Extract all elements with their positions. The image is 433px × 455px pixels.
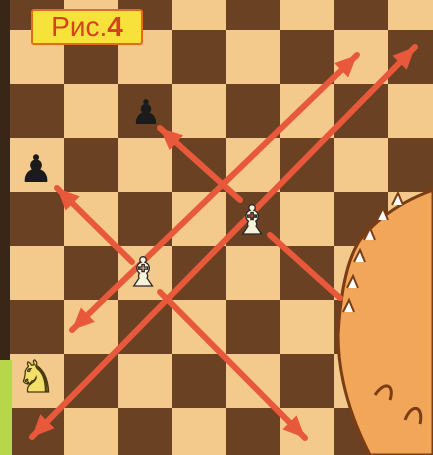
dark-square — [388, 138, 433, 192]
light-square — [226, 30, 280, 84]
light-square — [334, 138, 388, 192]
dark-square — [280, 30, 334, 84]
light-square — [280, 192, 334, 246]
dark-square — [280, 354, 334, 408]
light-square — [118, 138, 172, 192]
dark-square — [226, 0, 280, 30]
figure-caption: Рис.4 — [31, 9, 143, 45]
light-square — [172, 408, 226, 455]
black-pawn: ♟ — [19, 147, 53, 191]
dark-square — [226, 84, 280, 138]
caption-prefix: Рис. — [51, 11, 107, 42]
dark-square — [10, 84, 64, 138]
light-square — [280, 300, 334, 354]
light-square — [64, 408, 118, 455]
dark-square — [10, 300, 64, 354]
dark-square — [226, 300, 280, 354]
white-bishop: ♝ — [234, 198, 270, 244]
dark-square — [334, 84, 388, 138]
svg-text:♟: ♟ — [19, 147, 53, 191]
svg-text:♝: ♝ — [234, 198, 270, 244]
black-pawn: ♟ — [131, 93, 161, 133]
caption-number: 4 — [107, 11, 123, 42]
svg-text:♟: ♟ — [131, 93, 161, 133]
dark-square — [172, 30, 226, 84]
light-square — [118, 354, 172, 408]
dark-square — [118, 408, 172, 455]
dark-square — [118, 300, 172, 354]
light-square — [64, 84, 118, 138]
light-square — [388, 84, 433, 138]
light-square — [172, 192, 226, 246]
dark-square — [10, 192, 64, 246]
light-square — [226, 246, 280, 300]
light-square — [172, 0, 226, 30]
light-square — [388, 0, 433, 30]
light-square — [10, 246, 64, 300]
dark-square — [172, 354, 226, 408]
light-square — [226, 354, 280, 408]
page-edge — [0, 360, 12, 455]
light-square — [334, 30, 388, 84]
light-square — [280, 84, 334, 138]
white-bishop: ♝ — [125, 250, 161, 296]
dark-square — [280, 138, 334, 192]
light-square — [172, 84, 226, 138]
white-knight: ♞ — [16, 352, 55, 403]
dark-square — [226, 408, 280, 455]
svg-text:♞: ♞ — [16, 352, 55, 403]
svg-text:♝: ♝ — [125, 250, 161, 296]
light-square — [226, 138, 280, 192]
dark-square — [172, 246, 226, 300]
light-square — [280, 0, 334, 30]
dark-square — [334, 0, 388, 30]
dark-square — [64, 138, 118, 192]
